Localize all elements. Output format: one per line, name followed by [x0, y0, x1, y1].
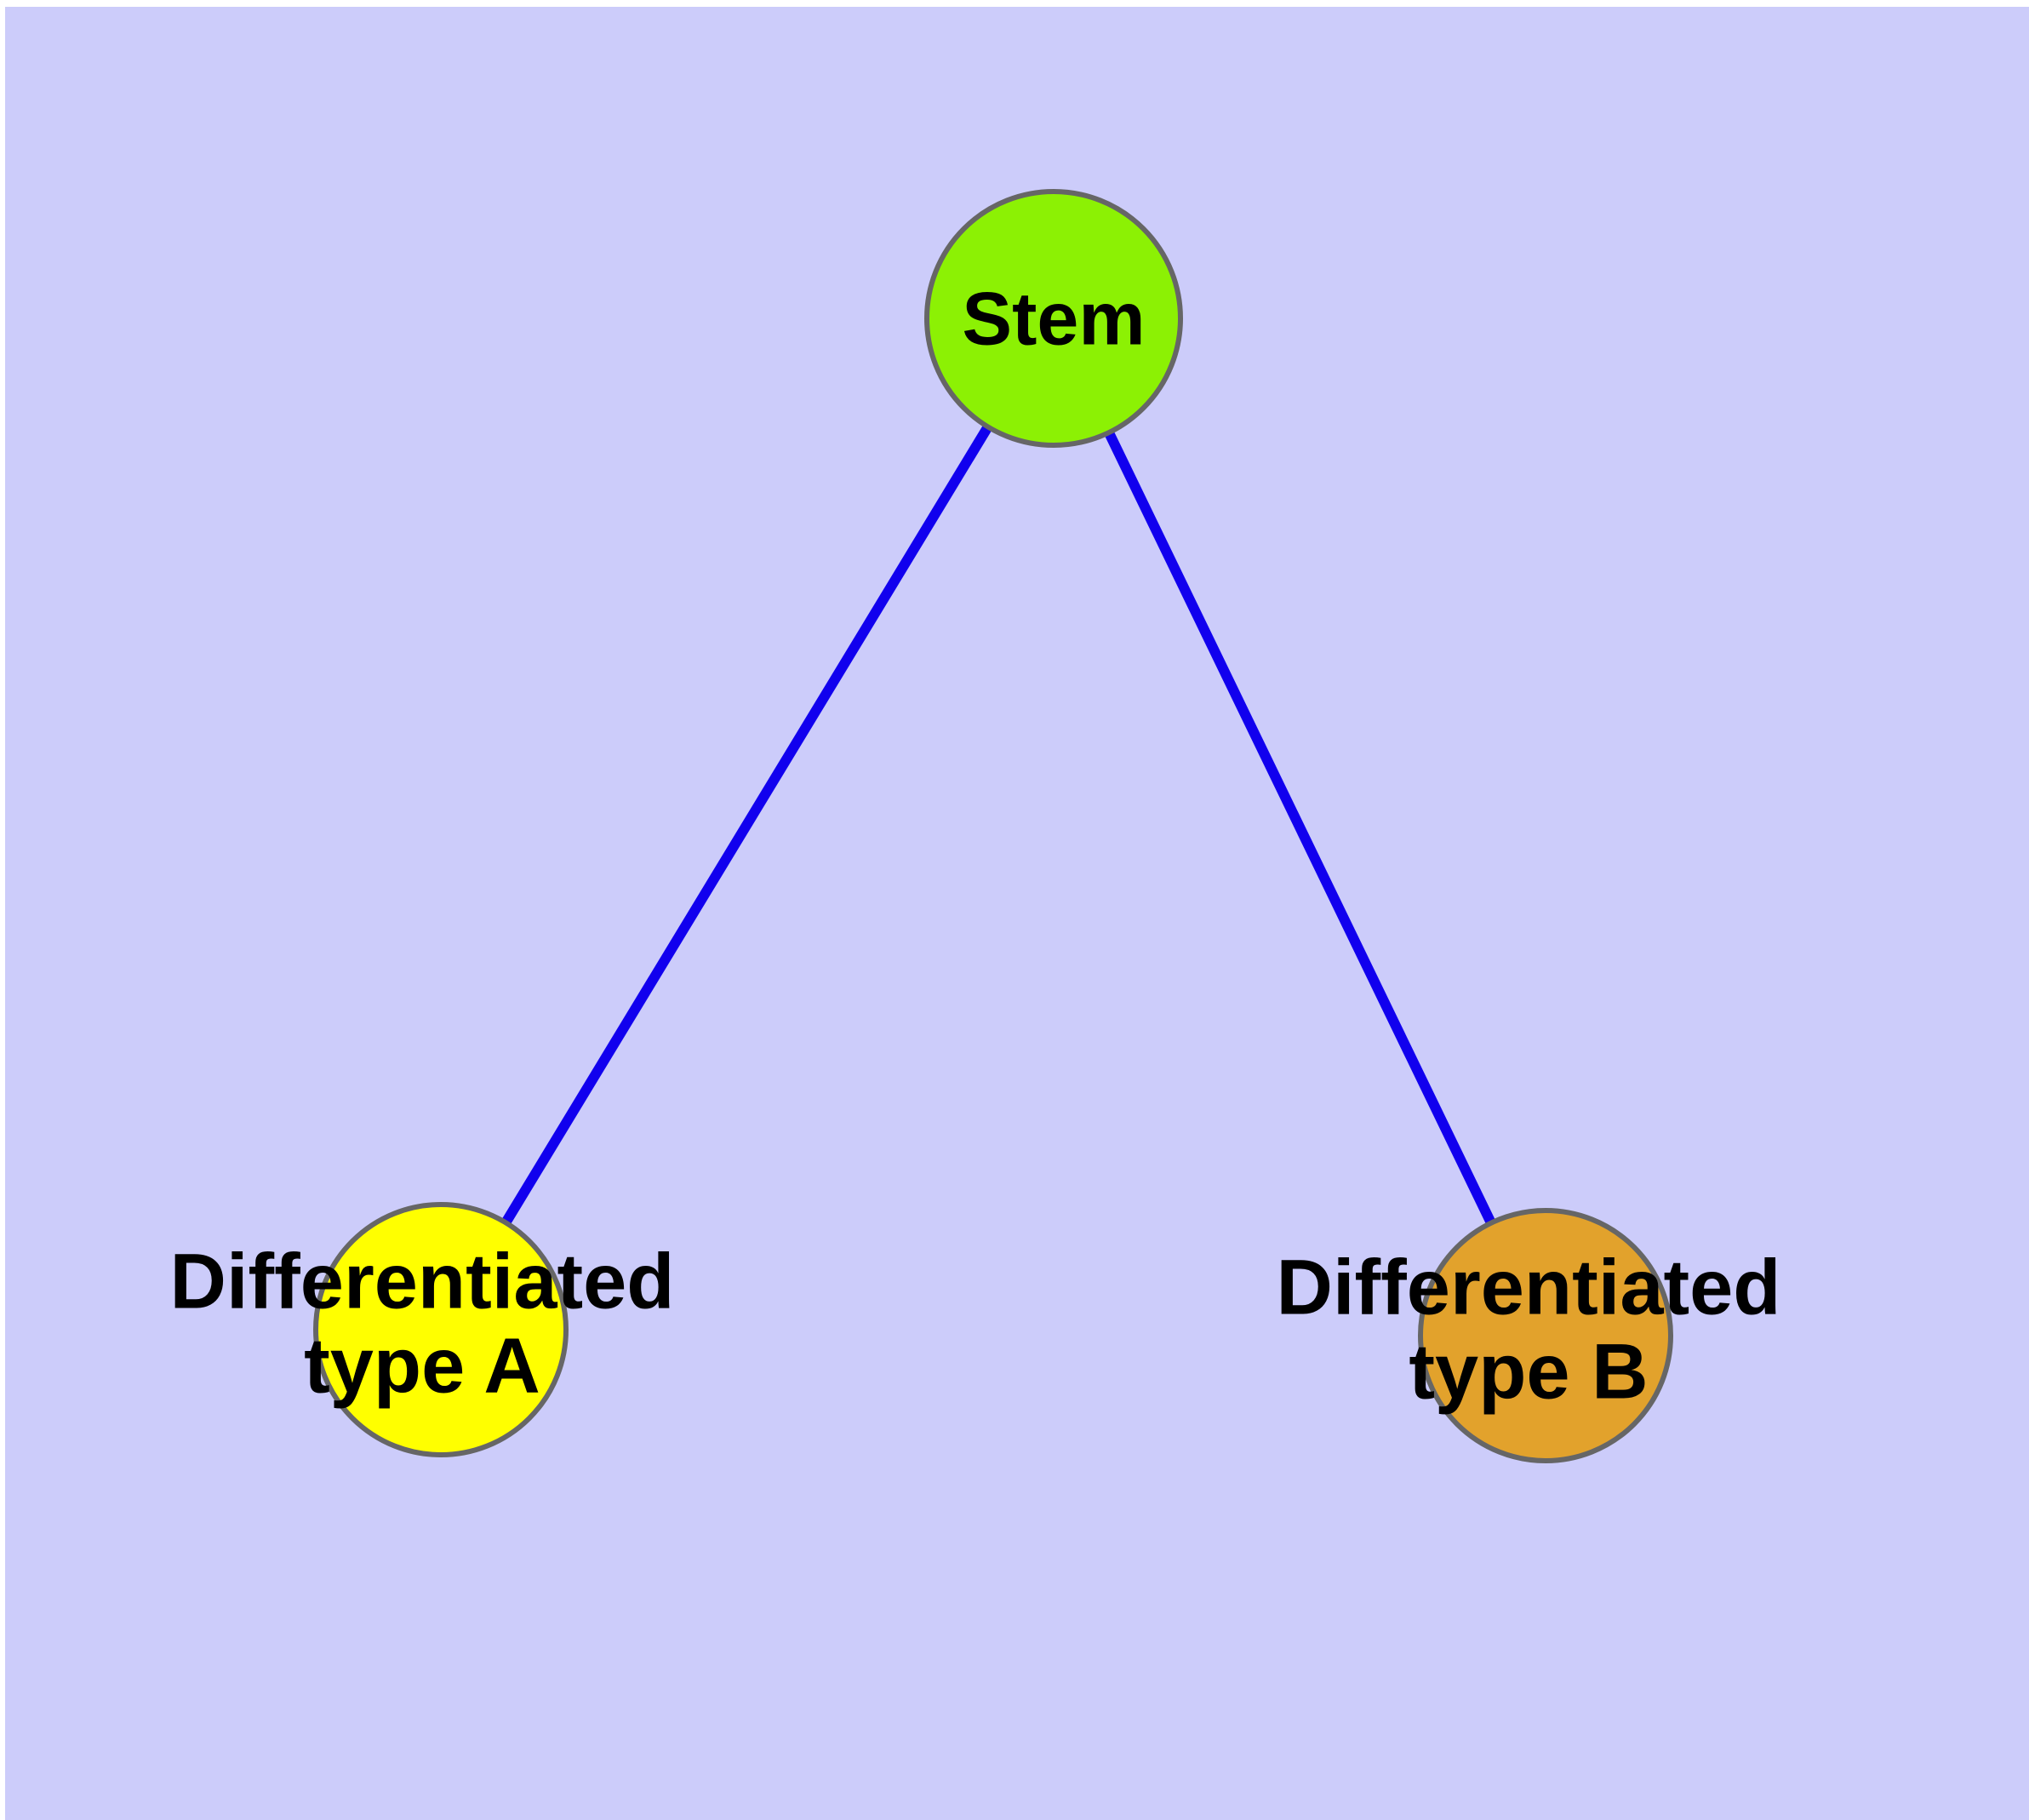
node-circle-diff-a[interactable] [313, 1202, 569, 1457]
node-circle-stem[interactable] [924, 189, 1183, 448]
node-circle-diff-b[interactable] [1418, 1208, 1673, 1463]
node-layer [313, 189, 1673, 1463]
edge-stem-to-type-a[interactable] [436, 315, 1059, 1333]
edge-stem-to-type-b[interactable] [1049, 316, 1551, 1338]
edge-layer [436, 315, 1551, 1338]
